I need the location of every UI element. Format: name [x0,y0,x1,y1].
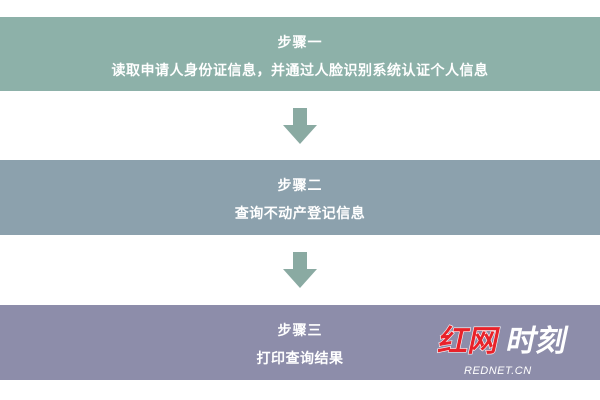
svg-text:红网: 红网 [435,324,502,359]
step-title-2: 步骤二 [277,178,323,194]
step-title-3: 步骤三 [277,323,323,339]
step-description-3: 打印查询结果 [256,351,344,367]
rednet-watermark-logo: 红网 时刻 REDNET.CN [420,318,590,384]
down-arrow-icon [283,108,317,144]
step-title-1: 步骤一 [277,35,323,51]
step-box-1: 步骤一 读取申请人身份证信息，并通过人脸识别系统认证个人信息 [0,17,600,91]
rednet-site-label: REDNET.CN [464,365,532,377]
down-arrow-icon [283,252,317,288]
step-description-1: 读取申请人身份证信息，并通过人脸识别系统认证个人信息 [111,63,489,79]
step-box-2: 步骤二 查询不动产登记信息 [0,160,600,235]
rednet-logo-icon: 红网 时刻 [435,324,571,360]
step-description-2: 查询不动产登记信息 [234,206,366,222]
step-box-3: 步骤三 打印查询结果 [0,305,600,380]
svg-text:时刻: 时刻 [503,324,570,359]
